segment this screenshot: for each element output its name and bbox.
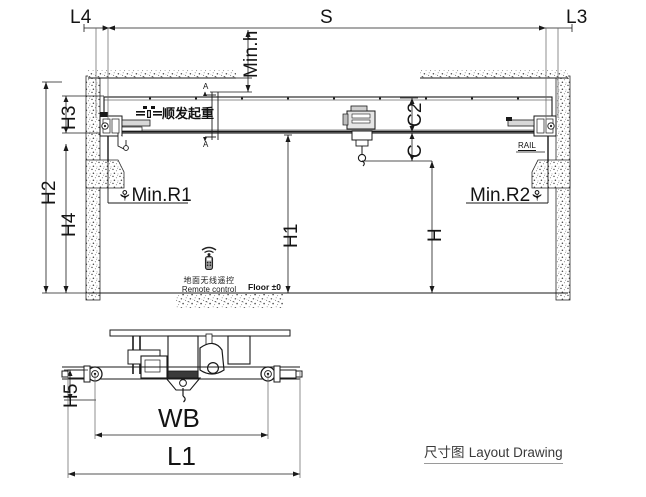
dim-label-min-r2: Min.R2 [470,185,531,206]
dim-label-s: S [320,7,333,28]
electric-hoist [342,105,376,167]
dim-span-s [102,25,546,31]
dim-l3 [546,24,573,32]
dim-h1 [284,134,292,293]
dim-label-c2: C2 [405,102,426,127]
section-a-a-marks [203,91,219,142]
dim-label-min-r1: Min.R1 [131,185,192,206]
floor-level-label: Floor ±0 [248,282,281,292]
dim-label-l3: L3 [566,7,588,28]
dim-l1 [67,372,301,478]
dim-label-h: H [425,228,446,242]
brand-text: 顺发起重 [162,107,215,122]
left-end-carriage [99,112,151,162]
right-end-carriage [506,115,557,162]
left-wall-column [85,75,125,301]
ceiling-slab [88,70,568,79]
crane-logo-icon [136,106,162,118]
dim-h5 [64,369,96,401]
remote-label-en: Remote control [181,285,237,294]
dim-h2 [42,81,90,294]
hook-icon: ⚘ [530,188,544,205]
brand-logo: 顺发起重 [136,106,214,122]
remote-control-icon [201,246,217,271]
min-r2-group: Min.R2⚘ [470,186,544,205]
dim-h4 [63,144,69,293]
dim-label-h2: H2 [39,180,60,205]
end-view-crane [61,329,303,403]
right-wall-column [531,75,571,301]
dim-label-l1: L1 [167,441,196,471]
drawing-caption: 尺寸图 Layout Drawing [424,446,563,464]
dim-label-h1: H1 [281,223,302,248]
dim-label-h4: H4 [59,212,80,237]
lead-min-r2 [466,162,549,204]
dim-label-l4: L4 [70,7,92,28]
section-label-top: A [203,82,209,91]
section-label-bottom: A [203,140,209,149]
crane-main-girder [103,96,553,134]
caption-cn: 尺寸图 [424,445,465,461]
min-r1-group: ⚘Min.R1 [118,186,192,205]
dim-c2 [400,97,418,132]
dim-wb [94,374,269,439]
dim-label-wb: WB [158,403,200,433]
lead-min-r1 [107,162,188,204]
dim-c [400,132,418,161]
dim-min-h [210,30,252,93]
rail-label: RAIL [518,141,536,151]
dim-h3 [62,95,104,134]
dim-label-min-h: Min.h [241,30,262,78]
dim-h [429,161,435,293]
remote-label-cn: 地面无线遥控 [183,276,235,285]
floor-line [88,292,568,308]
hook-icon: ⚘ [118,188,132,205]
caption-en: Layout Drawing [468,445,563,460]
dim-label-h5: H5 [61,383,82,408]
dim-label-c: C [405,144,426,158]
remote-control-group: 地面无线遥控 Remote control [176,246,242,294]
dim-label-h3: H3 [59,105,80,130]
